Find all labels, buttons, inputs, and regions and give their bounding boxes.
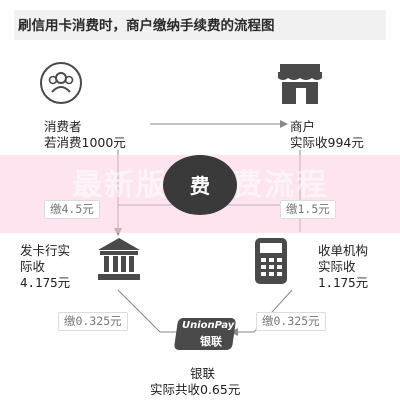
- center-label: 费: [190, 174, 210, 198]
- issuer-unionpay-fee-box: 缴0.325元: [58, 312, 128, 331]
- acquirer-name: 收单机构: [318, 243, 369, 258]
- people-icon: [40, 62, 82, 104]
- store-icon: [278, 64, 322, 104]
- unionpay-name: 银联: [190, 366, 216, 381]
- issuer-name: 发卡行实: [20, 243, 71, 258]
- acquirer-unionpay-line: [236, 289, 293, 333]
- acquirer-unionpay-fee-box: 缴0.325元: [256, 312, 326, 331]
- diagram-title: 刷信用卡消费时，商户缴纳手续费的流程图: [18, 18, 275, 34]
- issuer-amount: 4.175元: [20, 275, 71, 290]
- unionpay-logo-latin: UnionPay: [182, 320, 235, 331]
- consumer-amount: 若消费1000元: [44, 135, 126, 150]
- issuer-fee-box: 缴4.5元: [44, 200, 100, 219]
- unionpay-logo-cn: 银联: [200, 335, 222, 348]
- issuer-line2: 际收: [20, 259, 46, 274]
- acquirer-amount: 1.175元: [318, 275, 369, 290]
- consumer-name: 消费者: [44, 119, 82, 134]
- merchant-arrowhead: [280, 120, 288, 128]
- title-background: [14, 10, 386, 40]
- acquirer-fee-box: 缴1.5元: [280, 200, 336, 219]
- unionpay-amount: 实际共收0.65元: [150, 382, 241, 397]
- merchant-name: 商户: [290, 119, 316, 134]
- issuer-unionpay-line: [117, 289, 178, 333]
- acquirer-line2: 实际收: [318, 259, 356, 274]
- center-circle: [163, 155, 237, 215]
- pos-terminal-icon: [255, 238, 287, 284]
- merchant-amount: 实际收994元: [290, 135, 364, 150]
- bank-icon: [98, 238, 140, 280]
